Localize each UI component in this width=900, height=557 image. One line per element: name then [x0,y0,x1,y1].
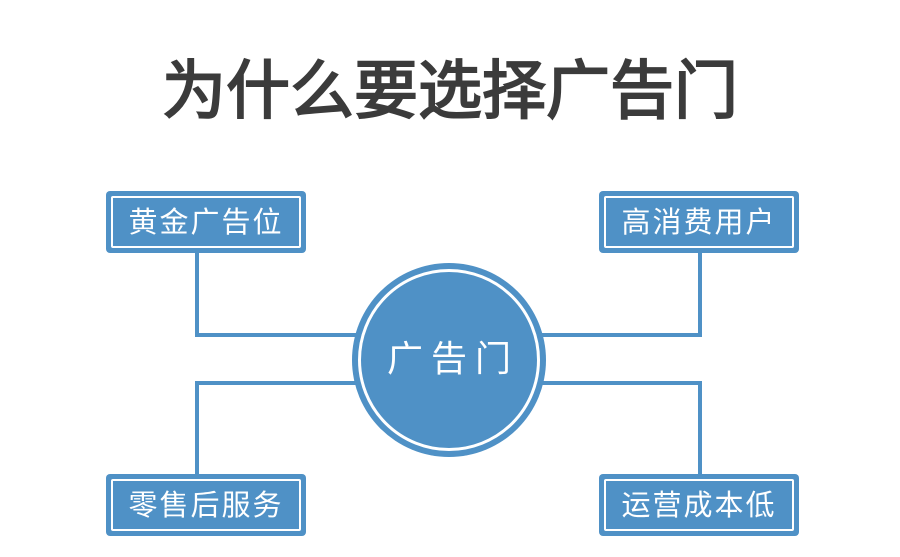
center-circle: 广告门 [352,263,546,457]
node-top-left: 黄金广告位 [106,191,306,253]
connector-vertical-top-left [195,253,199,337]
connector-vertical-bottom-left [195,381,199,474]
node-top-right: 高消费用户 [599,191,799,253]
node-label: 运营成本低 [621,487,777,522]
node-bottom-right: 运营成本低 [599,474,799,536]
node-bottom-left: 零售后服务 [106,474,306,536]
node-label: 高消费用户 [621,204,777,239]
center-label: 广告门 [386,339,519,380]
node-label: 零售后服务 [128,487,284,522]
node-label: 黄金广告位 [128,204,284,239]
connector-vertical-top-right [698,253,702,337]
connector-vertical-bottom-right [698,381,702,474]
page-title: 为什么要选择广告门 [162,54,738,129]
